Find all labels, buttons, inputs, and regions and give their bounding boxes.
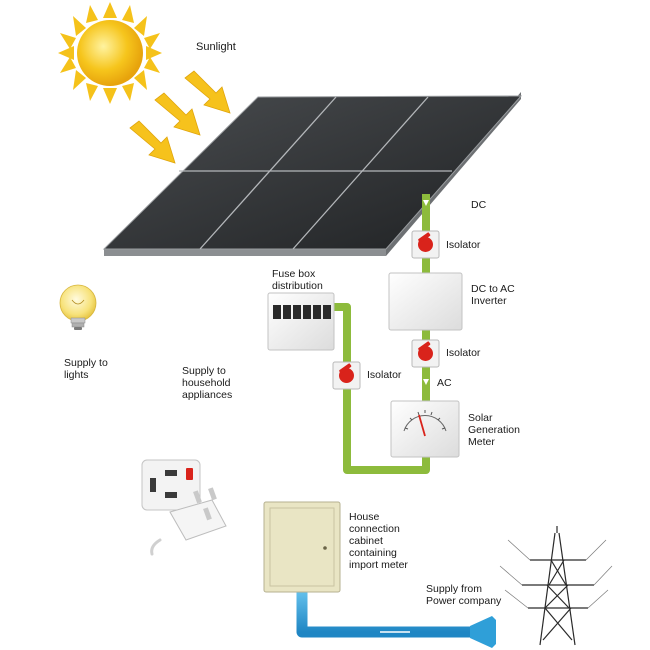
sunlight-arrow-icon <box>129 70 231 164</box>
ac-label: AC <box>437 377 452 389</box>
isolator-switch-icon <box>411 230 440 259</box>
house-connection-cabinet <box>263 501 341 593</box>
plug-icon <box>150 487 227 556</box>
dc-flow-arrow <box>423 200 429 206</box>
solar-meter-label: Solar Generation Meter <box>468 412 520 448</box>
isolator-left-label: Isolator <box>367 369 402 381</box>
dc-label: DC <box>471 199 487 211</box>
sun-icon <box>58 2 162 104</box>
solar-panel <box>102 92 523 256</box>
dc-to-ac-inverter-box <box>388 272 463 331</box>
green-dc-ac-pipe <box>334 194 430 474</box>
power-pylon-icon <box>499 526 613 646</box>
power-company-label: Supply from Power company <box>426 583 502 607</box>
appliances-label: Supply to household appliances <box>182 365 233 401</box>
fuse-box-distribution <box>267 292 335 351</box>
fuse-box-label: Fuse box distribution <box>272 268 323 292</box>
inverter-label: DC to AC Inverter <box>471 283 515 307</box>
light-bulb-icon <box>59 284 97 330</box>
sunlight-label: Sunlight <box>196 41 236 53</box>
isolator-switch-icon <box>332 361 361 390</box>
isolator-top-label: Isolator <box>446 239 481 251</box>
isolator-switch-icon <box>411 339 440 368</box>
isolator-mid-label: Isolator <box>446 347 481 359</box>
ac-flow-arrow <box>423 379 429 385</box>
lights-label: Supply to lights <box>64 357 108 381</box>
solar-generation-meter <box>390 400 460 458</box>
wall-socket-icon <box>141 459 201 511</box>
power-company-supply-funnel <box>470 616 496 648</box>
house-cabinet-label: House connection cabinet containing impo… <box>349 511 408 571</box>
